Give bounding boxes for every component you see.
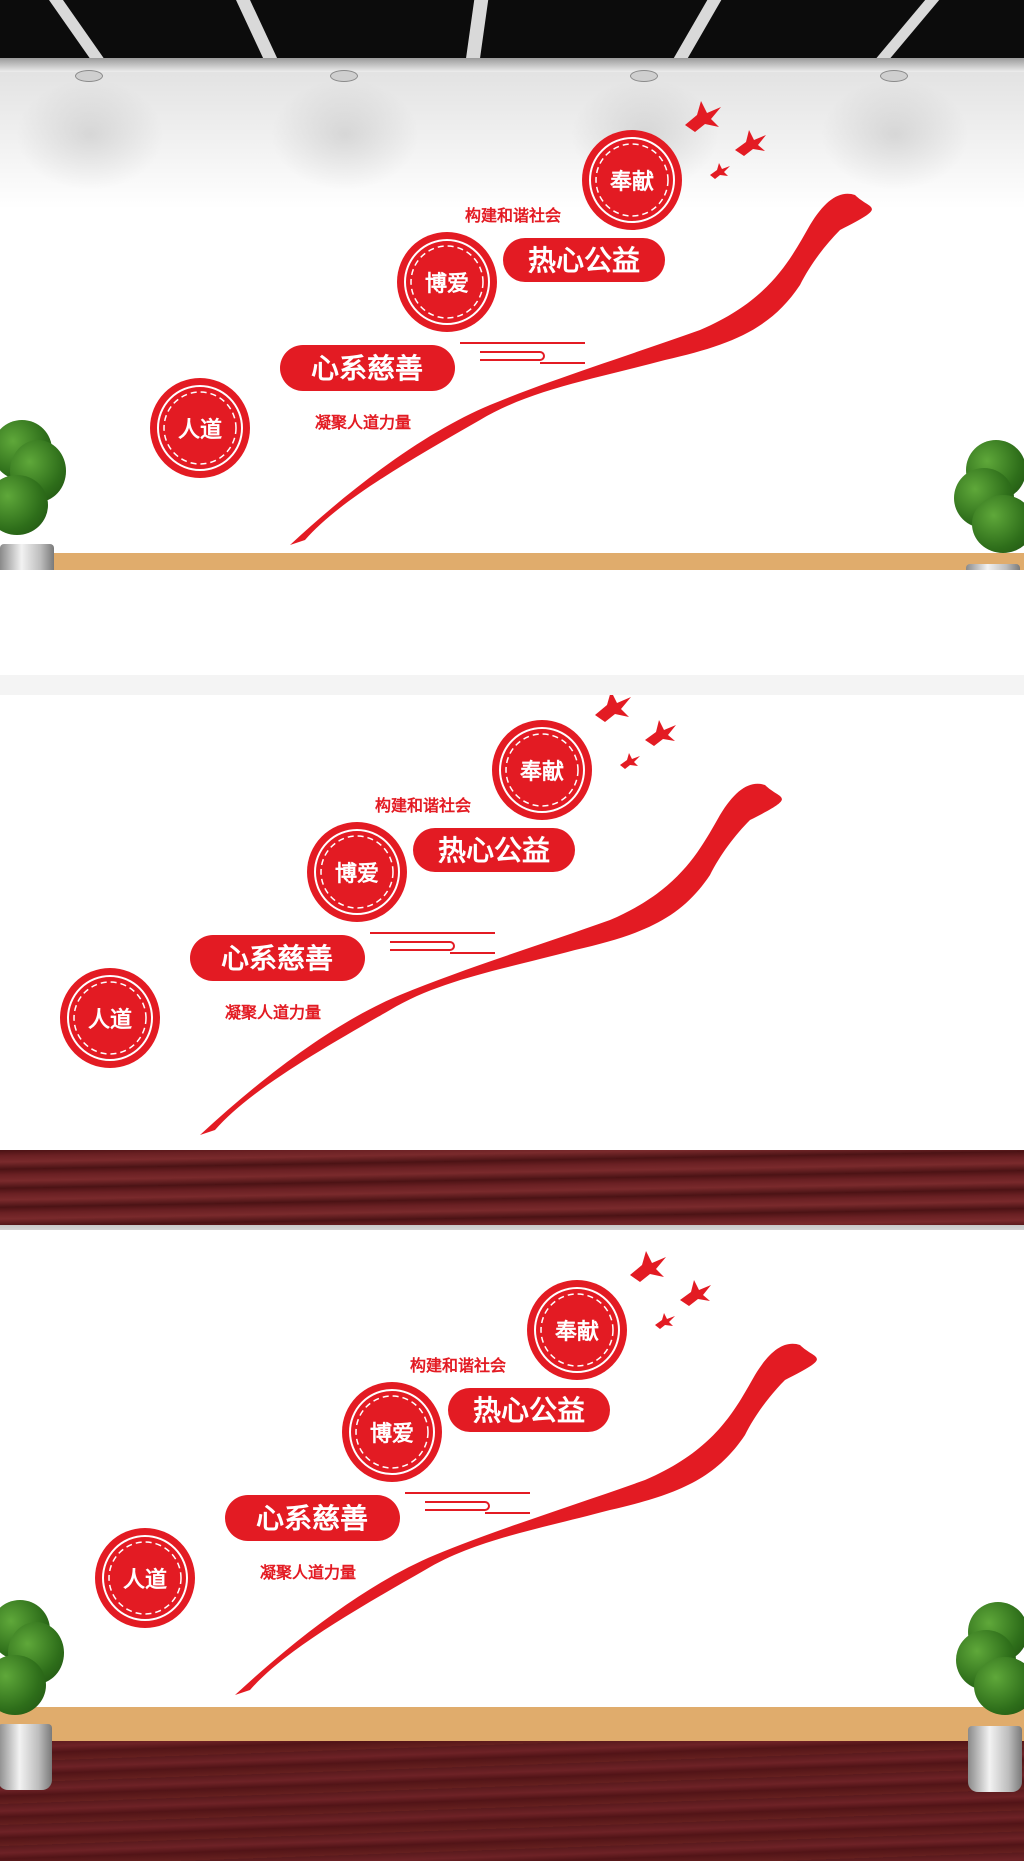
mural-artwork: 人道 博爱 奉献 心系慈善 热心公益 凝聚人道力量 构建和谐社会 bbox=[60, 695, 782, 1135]
spotlight-glow bbox=[815, 75, 975, 195]
caption-goujian: 构建和谐社会 bbox=[375, 796, 471, 815]
banner-rexin-gongyi: 热心公益 bbox=[528, 244, 640, 277]
banner-background bbox=[413, 828, 575, 872]
separator-band bbox=[0, 675, 1024, 695]
ornament-lines bbox=[405, 1492, 530, 1514]
banner-background bbox=[280, 345, 455, 391]
flying-dove-icon bbox=[630, 1251, 666, 1282]
caption-ningju: 凝聚人道力量 bbox=[260, 1563, 356, 1582]
mockup-2: 人道 博爱 奉献 心系慈善 热心公益 凝聚人道力量 构建和谐社会 bbox=[0, 695, 1024, 1230]
seal-circle-icon: 博爱 bbox=[342, 1382, 442, 1482]
circle-label-fengxian: 奉献 bbox=[519, 759, 564, 785]
potted-plant-icon bbox=[956, 1602, 1024, 1792]
seal-circle-icon: 人道 bbox=[150, 378, 250, 478]
spotlight-glow bbox=[265, 75, 425, 195]
banner-xinxi-cishan: 心系慈善 bbox=[256, 1502, 368, 1535]
caption-ningju: 凝聚人道力量 bbox=[315, 413, 411, 432]
circle-label-fengxian: 奉献 bbox=[554, 1319, 599, 1345]
banner-xinxi-cishan: 心系慈善 bbox=[311, 352, 423, 385]
ribbon-icon bbox=[200, 783, 782, 1135]
banner-background bbox=[503, 238, 665, 282]
ceiling-edge bbox=[0, 58, 1024, 72]
mockup-1: 人道 博爱 奉献 心系慈善 热心公益 凝聚人道力量 构建和谐社会 bbox=[0, 0, 1024, 570]
display-ledge bbox=[0, 553, 1024, 570]
ornament-lines bbox=[370, 932, 495, 954]
seal-circle-icon: 博爱 bbox=[397, 232, 497, 332]
shelf-shadow bbox=[0, 1225, 1024, 1230]
caption-ningju: 凝聚人道力量 bbox=[225, 1003, 321, 1022]
flying-dove-icon bbox=[655, 1313, 675, 1329]
ceiling-spotlight-icon bbox=[880, 70, 908, 82]
potted-plant-icon bbox=[0, 420, 66, 570]
flying-dove-icon bbox=[680, 1280, 711, 1306]
caption-goujian: 构建和谐社会 bbox=[410, 1356, 506, 1375]
ribbon-icon bbox=[290, 193, 872, 545]
banner-background bbox=[190, 935, 365, 981]
seal-circle-icon: 人道 bbox=[60, 968, 160, 1068]
mural-artwork: 人道 博爱 奉献 心系慈善 热心公益 凝聚人道力量 构建和谐社会 bbox=[95, 1251, 817, 1695]
banner-rexin-gongyi: 热心公益 bbox=[438, 834, 550, 867]
banner-background bbox=[225, 1495, 400, 1541]
seal-circle-icon: 奉献 bbox=[527, 1280, 627, 1380]
ceiling bbox=[0, 0, 1024, 60]
flying-dove-icon bbox=[685, 101, 721, 132]
ribbon-icon bbox=[235, 1343, 817, 1695]
flying-dove-icon bbox=[620, 753, 640, 769]
potted-plant-icon bbox=[0, 1600, 64, 1790]
ceiling-spotlight-icon bbox=[75, 70, 103, 82]
wood-floor bbox=[0, 1741, 1024, 1861]
circle-label-rendao: 人道 bbox=[88, 1007, 132, 1033]
seal-circle-icon: 人道 bbox=[95, 1528, 195, 1628]
wall-shadow bbox=[0, 60, 1024, 210]
circle-label-rendao: 人道 bbox=[178, 417, 222, 443]
circle-label-rendao: 人道 bbox=[123, 1567, 167, 1593]
spotlight-glow bbox=[10, 75, 170, 195]
wall bbox=[0, 1230, 1024, 1710]
flying-dove-icon bbox=[645, 720, 676, 746]
seal-circle-icon: 奉献 bbox=[582, 130, 682, 230]
seal-circle-icon: 博爱 bbox=[307, 822, 407, 922]
banner-xinxi-cishan: 心系慈善 bbox=[221, 942, 333, 975]
banner-background bbox=[448, 1388, 610, 1432]
flying-dove-icon bbox=[710, 163, 730, 179]
ornament-lines bbox=[460, 342, 585, 364]
mural-artwork: 人道 博爱 奉献 心系慈善 热心公益 凝聚人道力量 构建和谐社会 bbox=[150, 101, 872, 545]
circle-label-boai: 博爱 bbox=[425, 271, 469, 297]
flying-dove-icon bbox=[735, 130, 766, 156]
banner-rexin-gongyi: 热心公益 bbox=[473, 1394, 585, 1427]
circle-label-boai: 博爱 bbox=[370, 1421, 414, 1447]
ceiling-spotlight-icon bbox=[330, 70, 358, 82]
seal-circle-icon: 奉献 bbox=[492, 720, 592, 820]
ceiling-spotlight-icon bbox=[630, 70, 658, 82]
display-ledge bbox=[0, 1707, 1024, 1741]
circle-label-fengxian: 奉献 bbox=[609, 169, 654, 195]
potted-plant-icon bbox=[954, 440, 1024, 570]
caption-goujian: 构建和谐社会 bbox=[465, 206, 561, 225]
mockup-3: 人道 博爱 奉献 心系慈善 热心公益 凝聚人道力量 构建和谐社会 bbox=[0, 1230, 1024, 1861]
circle-label-boai: 博爱 bbox=[335, 861, 379, 887]
flying-dove-icon bbox=[595, 695, 631, 722]
wood-shelf bbox=[0, 1150, 1024, 1225]
